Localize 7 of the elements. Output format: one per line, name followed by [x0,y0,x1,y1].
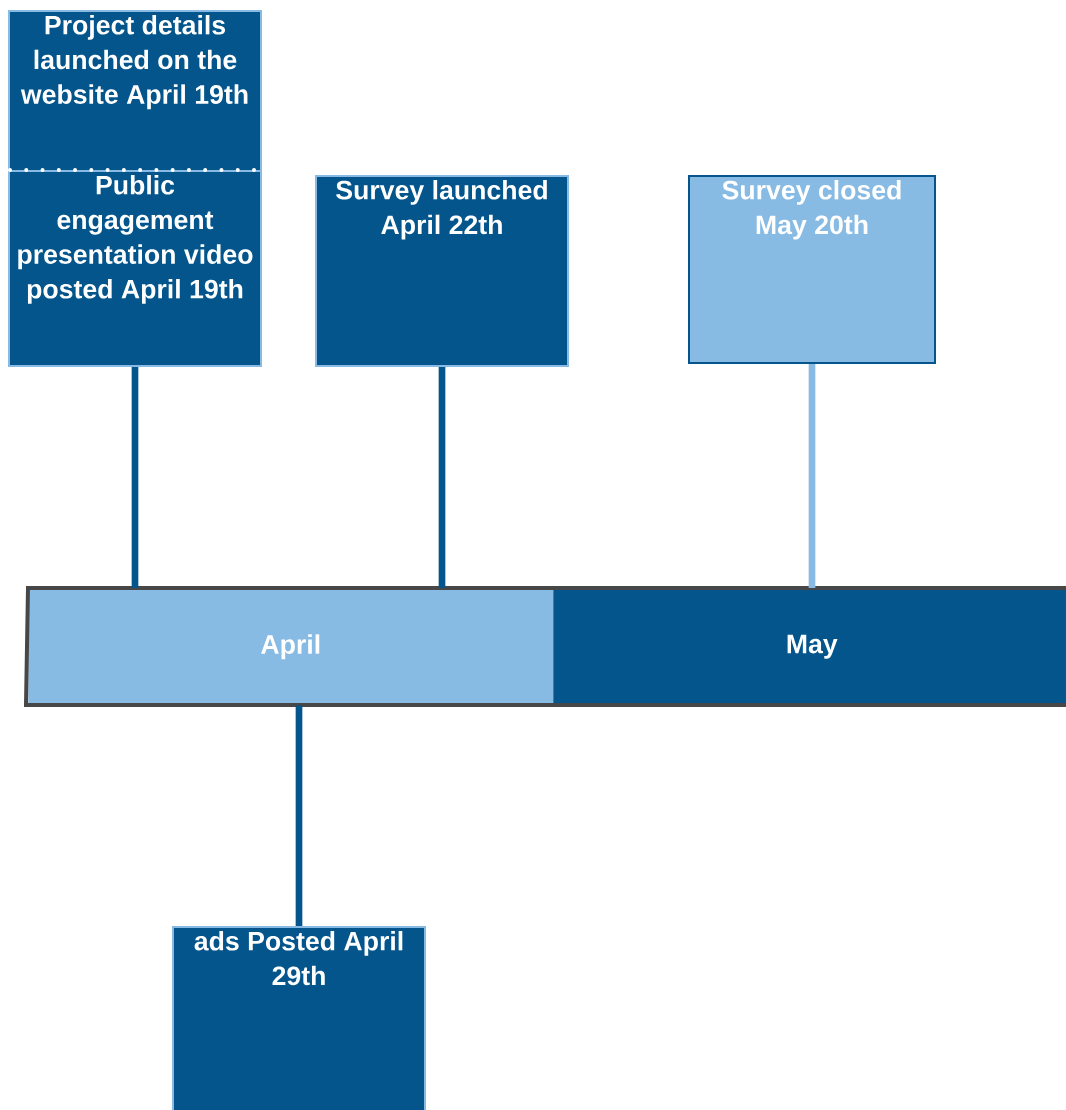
month-band: April [28,588,554,706]
event-box: Survey closed May 20th [688,175,936,364]
event-box: Public engagement presentation video posted April 19th [8,170,262,367]
event-box: ads Posted April 29th [172,926,426,1110]
event-box: Project details launched on the website April 19th [8,10,262,172]
event-box: Survey launched April 22th [315,175,569,367]
month-band: May [553,588,1066,706]
